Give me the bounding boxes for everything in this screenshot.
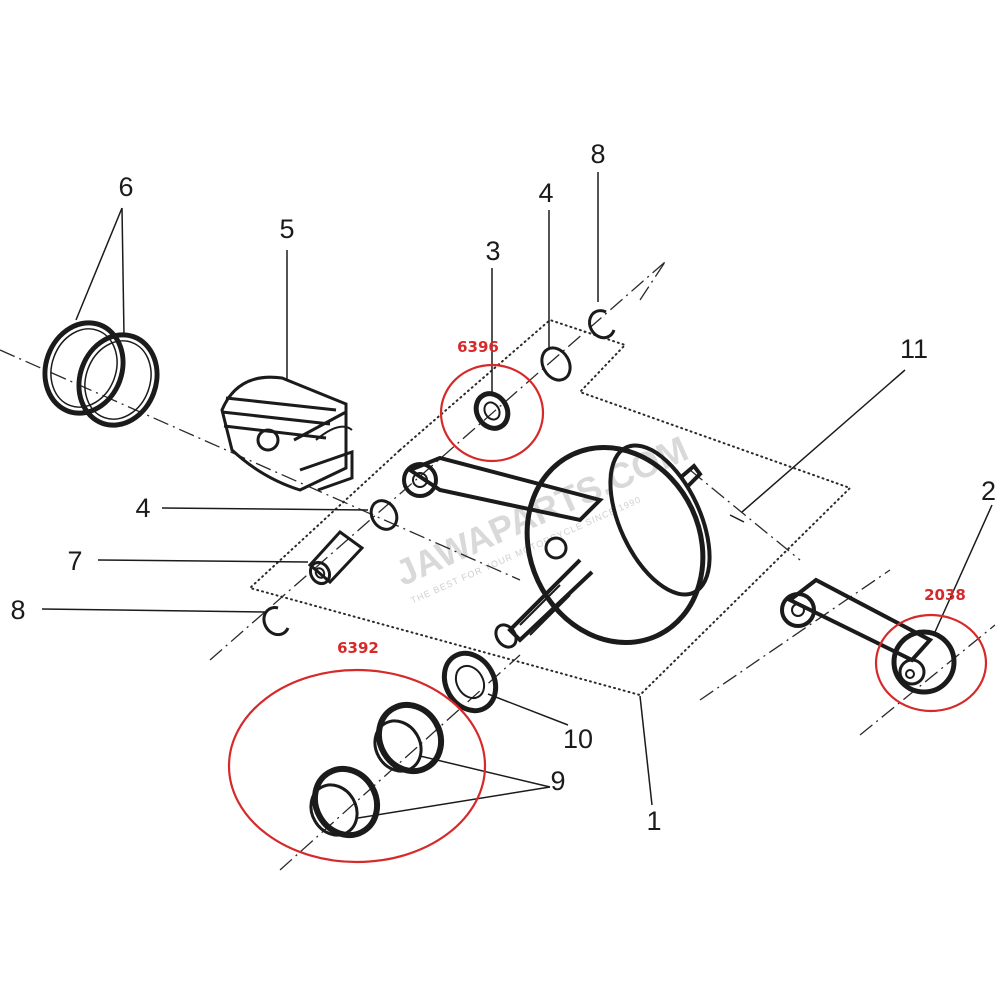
label-part-8-lower: 8	[10, 595, 25, 625]
label-part-6: 6	[118, 172, 133, 202]
label-part-4-lower: 4	[135, 493, 150, 523]
highlight-6392	[227, 668, 487, 864]
label-part-5: 5	[279, 214, 294, 244]
piston-rings	[42, 320, 160, 428]
part-labels: 6 5 3 4 8 11 4 7 8 10 9 1 2	[10, 139, 996, 836]
order-codes: 6396 6392 2038	[337, 338, 966, 657]
label-part-8-upper: 8	[590, 139, 605, 169]
leader-lines	[41, 172, 993, 819]
label-part-1: 1	[646, 806, 661, 836]
circlip-lower	[262, 606, 290, 637]
piston	[220, 375, 354, 492]
highlight-circles	[227, 363, 988, 864]
crankshaft-assembly	[402, 443, 745, 649]
circlip-upper	[588, 309, 616, 340]
label-part-9: 9	[550, 766, 565, 796]
thrust-washer	[441, 650, 499, 714]
small-end-bearing	[473, 391, 511, 431]
washer-lower	[369, 499, 399, 531]
main-bearing-lower	[309, 765, 381, 839]
order-code-6392: 6392	[337, 639, 379, 657]
highlight-6396	[439, 363, 545, 463]
label-part-7: 7	[67, 546, 82, 576]
label-part-2: 2	[981, 476, 996, 506]
order-code-6396: 6396	[457, 338, 499, 356]
washer-upper	[540, 346, 572, 382]
assembly-outline	[247, 318, 852, 697]
label-part-10: 10	[563, 724, 593, 754]
label-part-3: 3	[485, 236, 500, 266]
connecting-rod	[780, 577, 957, 695]
label-part-4-upper: 4	[538, 178, 553, 208]
highlight-2038	[874, 613, 988, 713]
label-part-11: 11	[900, 334, 928, 364]
piston-pin	[307, 529, 365, 586]
order-code-2038: 2038	[924, 586, 966, 604]
main-bearing-upper	[373, 701, 445, 775]
